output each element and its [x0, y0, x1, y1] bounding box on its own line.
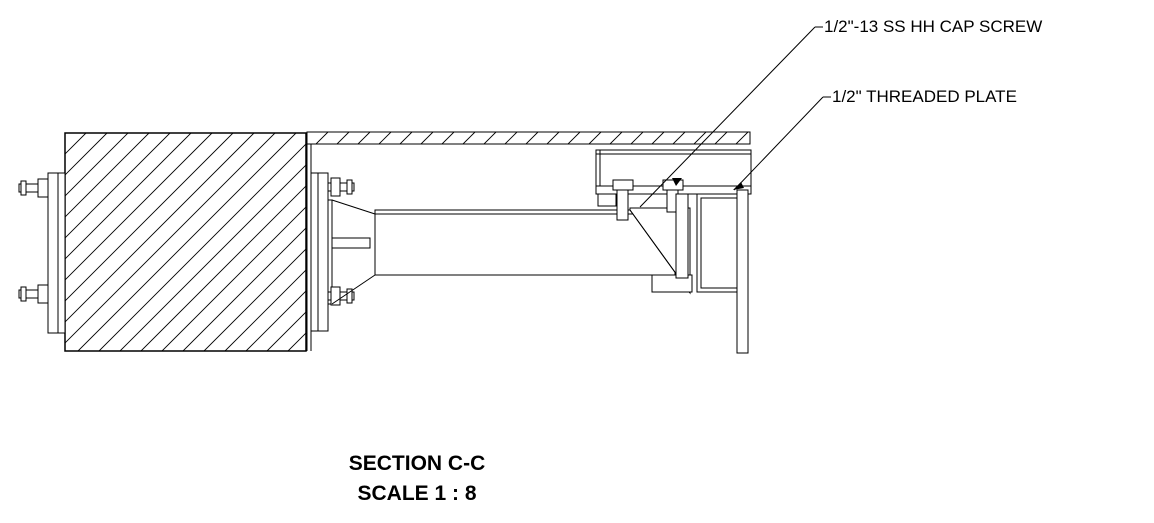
right-stud-bottom — [327, 286, 355, 306]
hatch-line — [65, 133, 255, 323]
hatch-line — [693, 132, 707, 144]
hatch-line — [65, 133, 171, 239]
hatch-line — [140, 185, 306, 351]
tube-arm — [374, 209, 676, 276]
hatch-line — [65, 133, 129, 197]
hatch-line — [567, 132, 581, 144]
knife-plate — [331, 199, 376, 305]
hatch-line — [735, 132, 749, 144]
hatch-line — [672, 132, 686, 144]
cap-hatch-lines — [307, 132, 769, 144]
hatch-line — [245, 290, 306, 351]
cap-screw-leader — [639, 26, 823, 208]
left-bolt-plate — [47, 172, 66, 334]
hatch-line — [266, 311, 306, 351]
hatch-line — [609, 132, 623, 144]
hatch-line — [483, 132, 497, 144]
threaded-plate-arrowhead — [733, 182, 744, 190]
left-stud-bottom — [18, 284, 49, 304]
hatch-line — [525, 132, 539, 144]
block-hatch-lines — [65, 133, 306, 351]
callout-cap-screw: 1/2"-13 SS HH CAP SCREW — [824, 17, 1042, 36]
hatch-line — [315, 132, 329, 144]
hatch-line — [336, 132, 350, 144]
hatch-line — [504, 132, 518, 144]
hatch-line — [378, 132, 392, 144]
hatch-line — [757, 132, 769, 144]
hatch-line — [98, 143, 306, 351]
hatch-line — [630, 132, 644, 144]
hatch-line — [203, 248, 306, 351]
left-stud-top — [18, 178, 49, 198]
hatch-line — [65, 133, 108, 176]
support-bracket — [675, 193, 689, 279]
top-cap-plate — [306, 131, 769, 145]
hatch-line — [65, 133, 87, 155]
section-title: SECTION C-C — [349, 452, 486, 475]
callout-threaded-plate: 1/2" THREADED PLATE — [832, 87, 1017, 106]
hatch-line — [65, 133, 276, 344]
hatch-line — [714, 132, 728, 144]
hatch-line — [161, 206, 306, 351]
hatch-line — [357, 132, 371, 144]
cap-screw-left — [612, 179, 634, 221]
hatched-block — [64, 132, 307, 352]
hatch-line — [441, 132, 455, 144]
hatch-line — [65, 133, 192, 260]
right-bolt-plate — [310, 172, 333, 332]
hatch-line — [399, 132, 413, 144]
vertical-leg — [736, 189, 749, 354]
hatch-line — [420, 132, 434, 144]
hatch-line — [224, 269, 306, 351]
hatch-line — [65, 133, 234, 302]
hatch-line — [307, 132, 308, 133]
chamber-frame — [306, 144, 312, 351]
hatch-line — [546, 132, 560, 144]
threaded-plate-leader — [733, 96, 831, 191]
cap-screw-arrowhead — [672, 178, 682, 186]
hatch-line — [182, 227, 306, 351]
hatch-line — [588, 132, 602, 144]
hatch-line — [462, 132, 476, 144]
hatch-line — [65, 133, 150, 218]
hatch-line — [651, 132, 665, 144]
section-scale: SCALE 1 : 8 — [357, 482, 476, 505]
hatch-line — [77, 133, 297, 351]
right-stud-top — [327, 177, 355, 197]
hatch-line — [65, 133, 213, 281]
hatch-line — [119, 164, 306, 351]
